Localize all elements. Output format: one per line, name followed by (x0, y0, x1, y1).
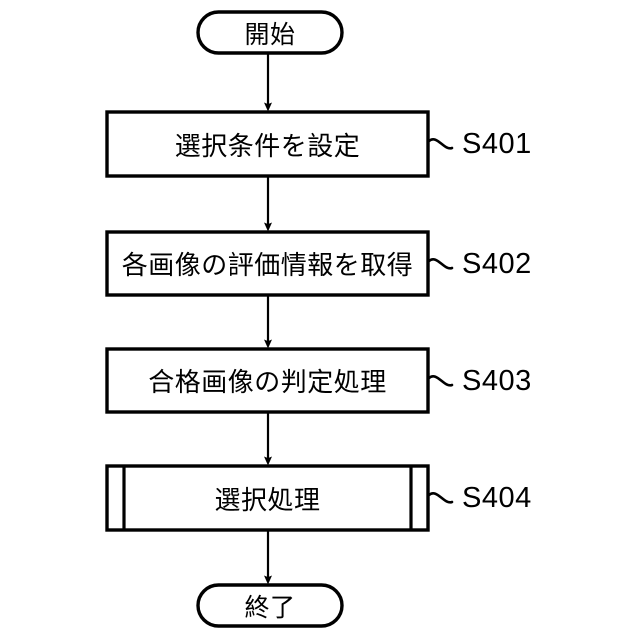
leader-line-s404 (427, 492, 454, 504)
step-label-s401: S401 (462, 128, 532, 160)
node-s403-shape (105, 347, 430, 414)
leader-line-s402 (427, 258, 454, 270)
node-s402-label: 各画像の評価情報を取得 (121, 250, 414, 280)
node-s401-label: 選択条件を設定 (174, 130, 361, 161)
node-s402-shape (105, 230, 430, 297)
node-s401-shape (105, 110, 430, 178)
step-label-s402: S402 (462, 248, 532, 280)
node-start-shape (196, 10, 344, 55)
node-end-label: 終了 (244, 593, 296, 622)
node-start-label: 開始 (244, 20, 296, 49)
step-label-s403: S403 (462, 365, 532, 397)
node-end-shape (196, 583, 344, 628)
node-s403-label: 合格画像の判定処理 (148, 367, 387, 397)
node-s404-label: 選択処理 (214, 484, 321, 515)
step-label-s404: S404 (462, 482, 532, 514)
leader-line-s401 (427, 138, 454, 150)
leader-line-s403 (427, 375, 454, 387)
